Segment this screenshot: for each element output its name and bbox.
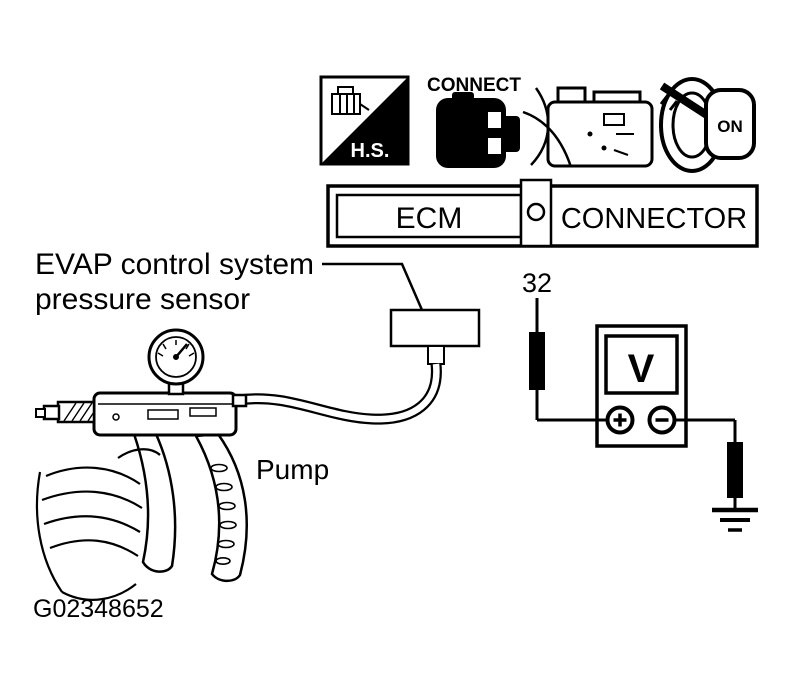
terminal-block-right (727, 442, 743, 498)
voltmeter-display (604, 334, 679, 395)
ignition-key-on-icon: ON (659, 77, 756, 173)
pump-front-lever (132, 432, 177, 573)
ecm-connector-banner: ECM CONNECTOR (326, 178, 759, 248)
hs-tool-icon: H.S. (319, 75, 410, 166)
sensor-port (427, 345, 445, 365)
hs-box-border (319, 75, 410, 166)
figure-id: G02348652 (33, 595, 164, 623)
minus-terminal (647, 405, 677, 435)
terminal-block-left (529, 332, 545, 390)
plus-terminal (605, 405, 635, 435)
connect-icon-group: CONNECT (427, 75, 521, 168)
sensor-box (389, 308, 481, 348)
ignition-on-label: ON (717, 117, 743, 136)
ecm-label: ECM (396, 202, 463, 235)
ground-symbol (712, 507, 758, 532)
hose-inner (239, 363, 440, 423)
pump-rear-handle (193, 432, 248, 583)
terminal-32-label: 32 (522, 268, 552, 298)
connect-label: CONNECT (427, 75, 521, 96)
tool-connector-glyph (331, 86, 370, 115)
hose-nipple (231, 393, 248, 408)
ground-circuit (674, 418, 758, 532)
pressure-gauge (147, 328, 205, 396)
evap-label-line2: pressure sensor (35, 283, 250, 316)
connector-plug-icon (436, 92, 520, 168)
pin-circle (526, 202, 546, 222)
leader-line (322, 262, 424, 311)
evap-sensor-callout: EVAP control system pressure sensor (35, 248, 481, 425)
hand-outline (35, 448, 161, 601)
engine-cross-line-2 (522, 110, 573, 168)
engine-icon (522, 86, 654, 168)
hs-diagonal-fill (321, 77, 408, 164)
connector-label: CONNECTOR (561, 203, 747, 235)
ecm-box (335, 193, 523, 239)
pump-nozzle (35, 400, 96, 424)
key-blade-notches (659, 94, 679, 111)
hs-label: H.S. (351, 140, 390, 162)
evap-label-line1: EVAP control system (35, 248, 314, 281)
voltmeter-unit-label: V (628, 347, 655, 391)
key-head (704, 88, 756, 160)
handle-grip-ribs (210, 463, 237, 565)
vacuum-pump-illustration (35, 328, 248, 601)
pump-label: Pump (256, 454, 329, 485)
ecm-terminal-32-circuit: 32 (522, 268, 609, 422)
